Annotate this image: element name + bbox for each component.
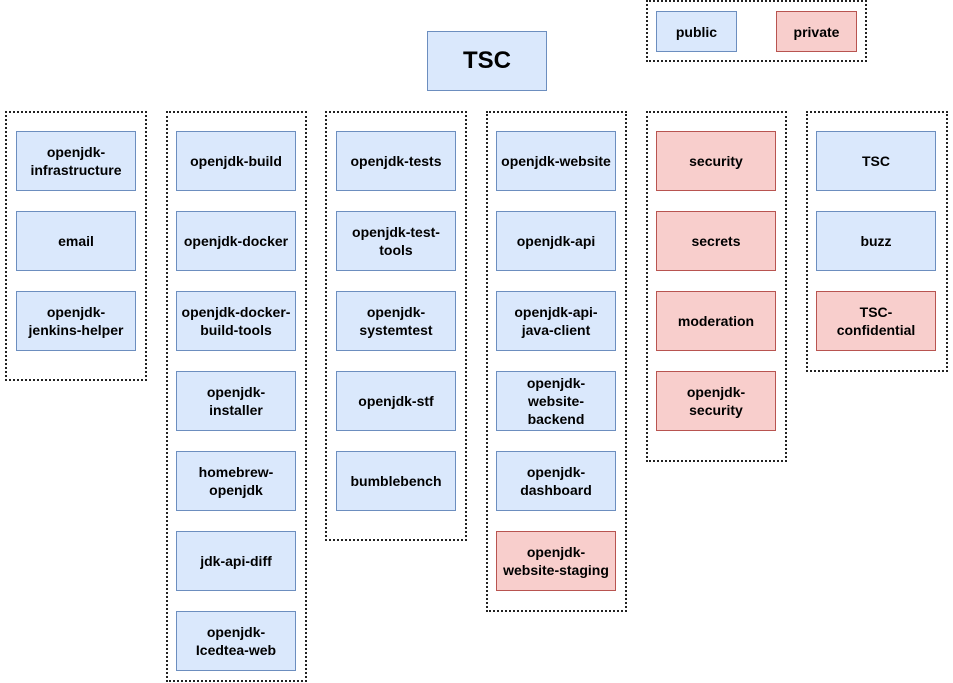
repo-openjdk-tests[interactable]: openjdk-tests: [336, 131, 456, 191]
repo-security[interactable]: security: [656, 131, 776, 191]
repo-openjdk-website[interactable]: openjdk-website: [496, 131, 616, 191]
repo-openjdk-test-tools[interactable]: openjdk-test- tools: [336, 211, 456, 271]
group-website: [486, 111, 627, 612]
repo-jdk-api-diff[interactable]: jdk-api-diff: [176, 531, 296, 591]
repo-openjdk-build[interactable]: openjdk-build: [176, 131, 296, 191]
group-security: [646, 111, 787, 462]
repo-openjdk-jenkins-helper[interactable]: openjdk- jenkins-helper: [16, 291, 136, 351]
repo-tsc[interactable]: TSC: [816, 131, 936, 191]
legend-public: public: [656, 11, 737, 52]
repo-openjdk-infrastructure[interactable]: openjdk- infrastructure: [16, 131, 136, 191]
repo-openjdk-security[interactable]: openjdk- security: [656, 371, 776, 431]
repo-openjdk-docker-build-tools[interactable]: openjdk-docker- build-tools: [176, 291, 296, 351]
repo-tsc-confidential[interactable]: TSC- confidential: [816, 291, 936, 351]
repo-openjdk-systemtest[interactable]: openjdk- systemtest: [336, 291, 456, 351]
repo-openjdk-dashboard[interactable]: openjdk- dashboard: [496, 451, 616, 511]
repo-openjdk-installer[interactable]: openjdk- installer: [176, 371, 296, 431]
repo-openjdk-docker[interactable]: openjdk-docker: [176, 211, 296, 271]
legend-group: [646, 0, 867, 62]
legend-private: private: [776, 11, 857, 52]
repo-secrets[interactable]: secrets: [656, 211, 776, 271]
repo-openjdk-stf[interactable]: openjdk-stf: [336, 371, 456, 431]
group-infrastructure: [5, 111, 147, 381]
repo-homebrew-openjdk[interactable]: homebrew- openjdk: [176, 451, 296, 511]
repo-bumblebench[interactable]: bumblebench: [336, 451, 456, 511]
repo-moderation[interactable]: moderation: [656, 291, 776, 351]
repo-openjdk-website-staging[interactable]: openjdk- website-staging: [496, 531, 616, 591]
root-tsc-node[interactable]: TSC: [427, 31, 547, 91]
group-build: [166, 111, 307, 682]
repo-openjdk-api[interactable]: openjdk-api: [496, 211, 616, 271]
group-tsc: [806, 111, 948, 372]
repo-openjdk-api-java-client[interactable]: openjdk-api- java-client: [496, 291, 616, 351]
repo-buzz[interactable]: buzz: [816, 211, 936, 271]
repo-openjdk-icedtea-web[interactable]: openjdk- Icedtea-web: [176, 611, 296, 671]
group-tests: [325, 111, 467, 541]
repo-openjdk-website-backend[interactable]: openjdk- website- backend: [496, 371, 616, 431]
repo-email[interactable]: email: [16, 211, 136, 271]
